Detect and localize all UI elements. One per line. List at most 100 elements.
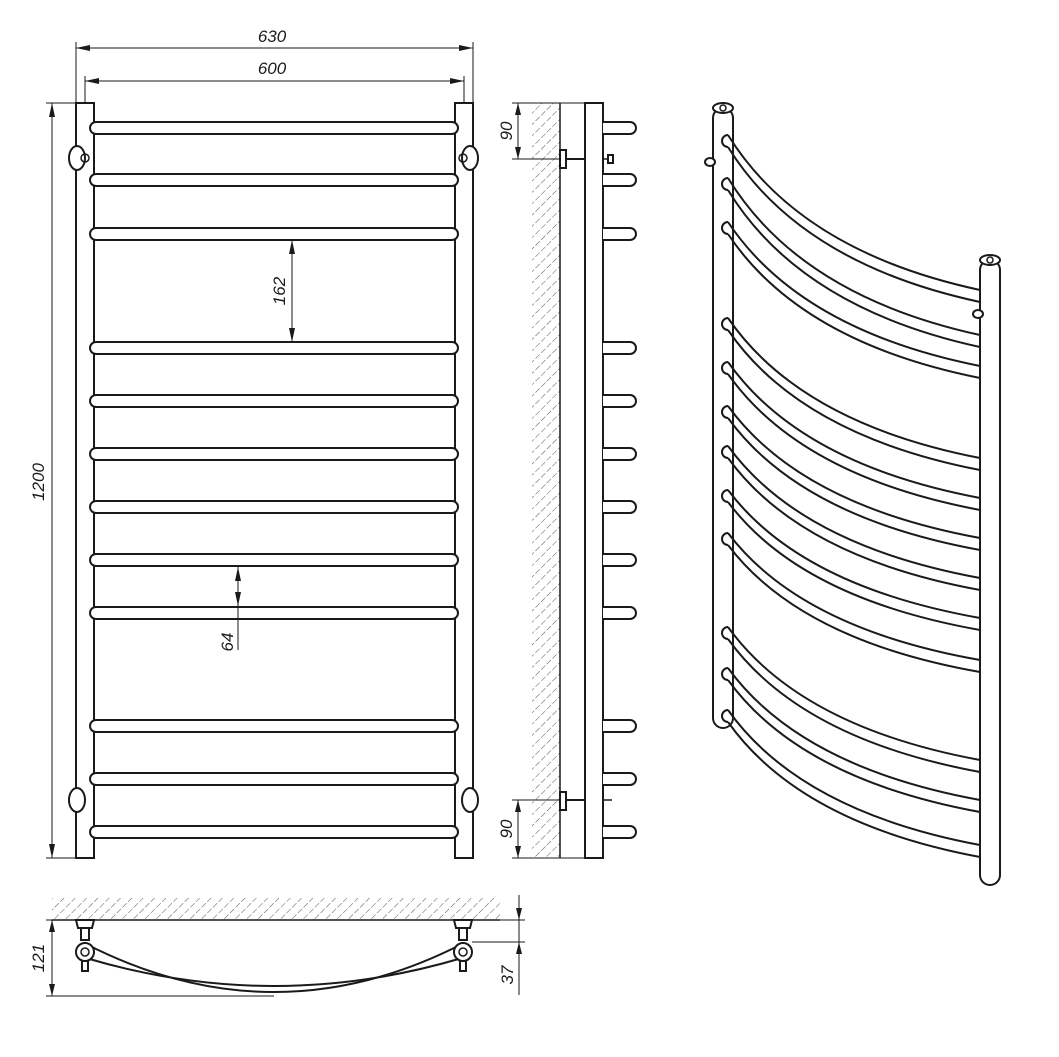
side-bar-end-9 bbox=[603, 606, 637, 620]
front-crossbar-12 bbox=[89, 825, 459, 839]
top-curved-bar-outer bbox=[85, 943, 463, 993]
top-curved-bar-inner bbox=[85, 957, 463, 987]
side-bar-end-10 bbox=[603, 719, 637, 733]
side-view: 90 90 bbox=[497, 102, 637, 859]
front-mount-top-left bbox=[68, 145, 90, 171]
dimension-64-label: 64 bbox=[218, 633, 237, 652]
perspective-bar-end-12 bbox=[721, 709, 729, 723]
side-bar-end-6 bbox=[603, 447, 637, 461]
dimension-90-bottom: 90 bbox=[497, 799, 585, 859]
dimension-162-label: 162 bbox=[270, 276, 289, 305]
dimension-121: 121 bbox=[29, 919, 274, 997]
front-crossbar-10 bbox=[89, 719, 459, 733]
perspective-bar-end-11 bbox=[721, 667, 729, 681]
perspective-bar-top-edge-11 bbox=[727, 667, 981, 801]
dimension-600: 600 bbox=[84, 59, 465, 103]
right-vertical-tube bbox=[454, 102, 474, 859]
perspective-bar-top-edge-10 bbox=[727, 626, 981, 761]
front-crossbar-2 bbox=[89, 173, 459, 187]
front-crossbar-6 bbox=[89, 447, 459, 461]
perspective-right-tube-cap bbox=[979, 254, 1001, 266]
side-bar-end-3 bbox=[603, 227, 637, 241]
top-view: 121 37 bbox=[29, 895, 525, 997]
side-bar-end-7 bbox=[603, 500, 637, 514]
perspective-bar-end-5 bbox=[721, 361, 729, 375]
perspective-bar-bottom-edge-1 bbox=[727, 146, 981, 303]
perspective-bar-end-9 bbox=[721, 532, 729, 546]
front-mount-top-right bbox=[458, 145, 479, 171]
perspective-bar-end-10 bbox=[721, 626, 729, 640]
perspective-bar-end-8 bbox=[721, 489, 729, 503]
dimension-90-bottom-label: 90 bbox=[497, 819, 516, 838]
perspective-bar-end-3 bbox=[721, 221, 729, 235]
perspective-curved-bars bbox=[721, 134, 981, 858]
dimension-1200: 1200 bbox=[29, 102, 76, 859]
perspective-bar-top-edge-4 bbox=[727, 317, 981, 459]
dimension-37-label: 37 bbox=[498, 965, 517, 984]
dimension-162: 162 bbox=[270, 240, 295, 342]
perspective-bar-end-1 bbox=[721, 134, 729, 148]
perspective-bar-end-4 bbox=[721, 317, 729, 331]
top-left-fitting bbox=[74, 919, 96, 972]
perspective-bar-top-edge-1 bbox=[727, 134, 981, 291]
dimension-630: 630 bbox=[75, 27, 474, 103]
perspective-bar-bottom-edge-3 bbox=[727, 233, 981, 379]
front-mount-bottom-right bbox=[461, 787, 479, 813]
perspective-bar-bottom-edge-7 bbox=[727, 457, 981, 591]
perspective-bar-end-2 bbox=[721, 177, 729, 191]
perspective-view bbox=[704, 102, 1001, 886]
front-crossbar-1 bbox=[89, 121, 459, 135]
left-vertical-tube bbox=[75, 102, 95, 859]
perspective-bar-end-6 bbox=[721, 405, 729, 419]
front-crossbar-4 bbox=[89, 341, 459, 355]
perspective-bar-bottom-edge-5 bbox=[727, 373, 981, 511]
perspective-bar-bottom-edge-9 bbox=[727, 544, 981, 673]
front-crossbar-5 bbox=[89, 394, 459, 408]
perspective-bar-bottom-edge-10 bbox=[727, 638, 981, 773]
side-bar-end-12 bbox=[603, 825, 637, 839]
front-crossbar-7 bbox=[89, 500, 459, 514]
side-bar-ends bbox=[603, 121, 637, 839]
dimension-600-label: 600 bbox=[258, 59, 287, 78]
front-crossbars bbox=[89, 121, 459, 839]
perspective-bar-bottom-edge-6 bbox=[727, 417, 981, 551]
dimension-37: 37 bbox=[472, 895, 525, 995]
front-crossbar-11 bbox=[89, 772, 459, 786]
dimension-90-top-label: 90 bbox=[497, 121, 516, 140]
side-mount-bottom bbox=[559, 791, 612, 811]
front-crossbar-9 bbox=[89, 606, 459, 620]
side-bar-end-8 bbox=[603, 553, 637, 567]
front-crossbar-3 bbox=[89, 227, 459, 241]
side-vertical-tube bbox=[584, 102, 604, 859]
side-bar-end-11 bbox=[603, 772, 637, 786]
front-mount-bottom-left bbox=[68, 787, 86, 813]
perspective-bar-end-7 bbox=[721, 445, 729, 459]
perspective-bar-bottom-edge-4 bbox=[727, 329, 981, 471]
perspective-bar-top-edge-6 bbox=[727, 405, 981, 539]
perspective-bar-top-edge-9 bbox=[727, 532, 981, 661]
side-bar-end-1 bbox=[603, 121, 637, 135]
perspective-bar-bottom-edge-8 bbox=[727, 501, 981, 631]
side-bar-end-2 bbox=[603, 173, 637, 187]
side-bar-end-5 bbox=[603, 394, 637, 408]
perspective-bar-top-edge-12 bbox=[727, 709, 981, 846]
perspective-bar-top-edge-7 bbox=[727, 445, 981, 579]
perspective-bar-bottom-edge-12 bbox=[727, 721, 981, 858]
dimension-121-label: 121 bbox=[29, 944, 48, 972]
perspective-bar-bottom-edge-2 bbox=[727, 189, 981, 348]
perspective-bar-top-edge-2 bbox=[727, 177, 981, 336]
front-crossbar-8 bbox=[89, 553, 459, 567]
side-wall-hatch bbox=[532, 103, 560, 858]
perspective-bar-top-edge-3 bbox=[727, 221, 981, 367]
dimension-1200-label: 1200 bbox=[29, 463, 48, 501]
perspective-mount-screw-right bbox=[972, 309, 984, 319]
front-view: 630 600 1200 162 bbox=[29, 27, 479, 859]
perspective-mount-screw-left bbox=[704, 157, 716, 167]
top-right-fitting bbox=[452, 919, 474, 972]
dimension-90-top: 90 bbox=[497, 102, 585, 160]
perspective-right-tube bbox=[979, 259, 1001, 886]
top-wall-hatch bbox=[52, 898, 500, 920]
perspective-left-tube-cap bbox=[712, 102, 734, 114]
perspective-bar-top-edge-5 bbox=[727, 361, 981, 499]
